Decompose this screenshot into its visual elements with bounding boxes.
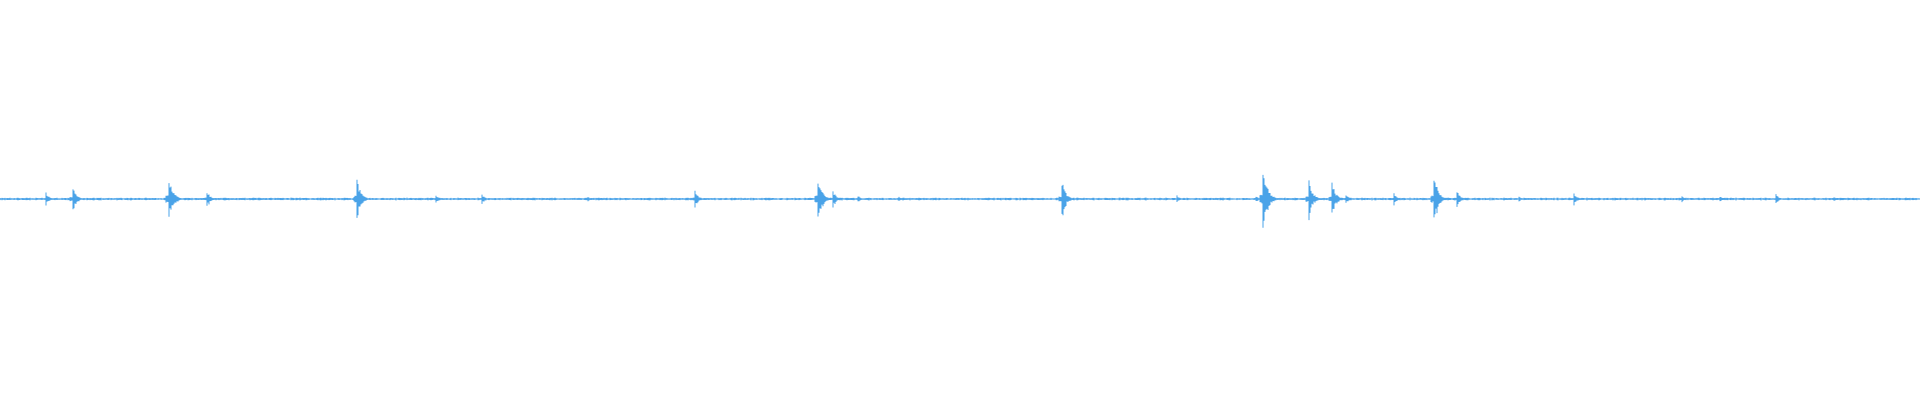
waveform-trace [0, 174, 1920, 228]
